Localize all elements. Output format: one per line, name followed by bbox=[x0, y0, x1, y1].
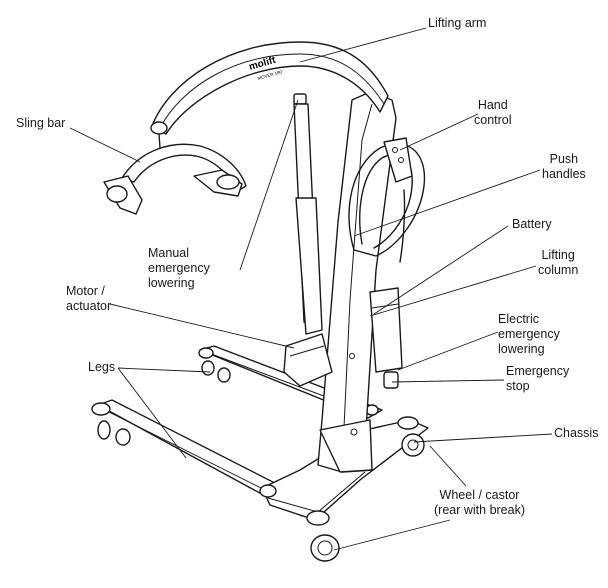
label-battery: Battery bbox=[512, 217, 552, 231]
push-handles-drawing bbox=[348, 137, 426, 263]
label-manual-emergency-lowering: Manual emergency lowering bbox=[148, 246, 210, 290]
actuator-drawing bbox=[283, 93, 333, 387]
label-emergency-stop: Emergency stop bbox=[506, 364, 570, 393]
label-hand-control: Hand control bbox=[474, 98, 512, 127]
brand-model-text: MOVER 180 bbox=[257, 69, 283, 81]
mast-drawing bbox=[317, 91, 397, 473]
label-wheel-castor: Wheel / castor (rear with break) bbox=[434, 488, 525, 517]
lifting-arm-drawing: molift MOVER 180 bbox=[150, 41, 389, 135]
wheels-drawing bbox=[91, 347, 425, 562]
label-motor-actuator: Motor / actuator bbox=[66, 284, 112, 313]
label-sling-bar: Sling bar bbox=[16, 116, 66, 130]
label-lifting-column: Lifting column bbox=[538, 248, 579, 277]
sling-bar-drawing bbox=[103, 133, 247, 215]
label-push-handles: Push handles bbox=[542, 152, 586, 181]
label-chassis: Chassis bbox=[554, 426, 599, 440]
label-legs: Legs bbox=[88, 360, 116, 374]
label-electric-emergency-lowering: Electric emergency lowering bbox=[498, 312, 560, 356]
leader-lines bbox=[69, 27, 553, 551]
battery-drawing bbox=[369, 287, 403, 389]
label-lifting-arm: Lifting arm bbox=[428, 16, 487, 30]
